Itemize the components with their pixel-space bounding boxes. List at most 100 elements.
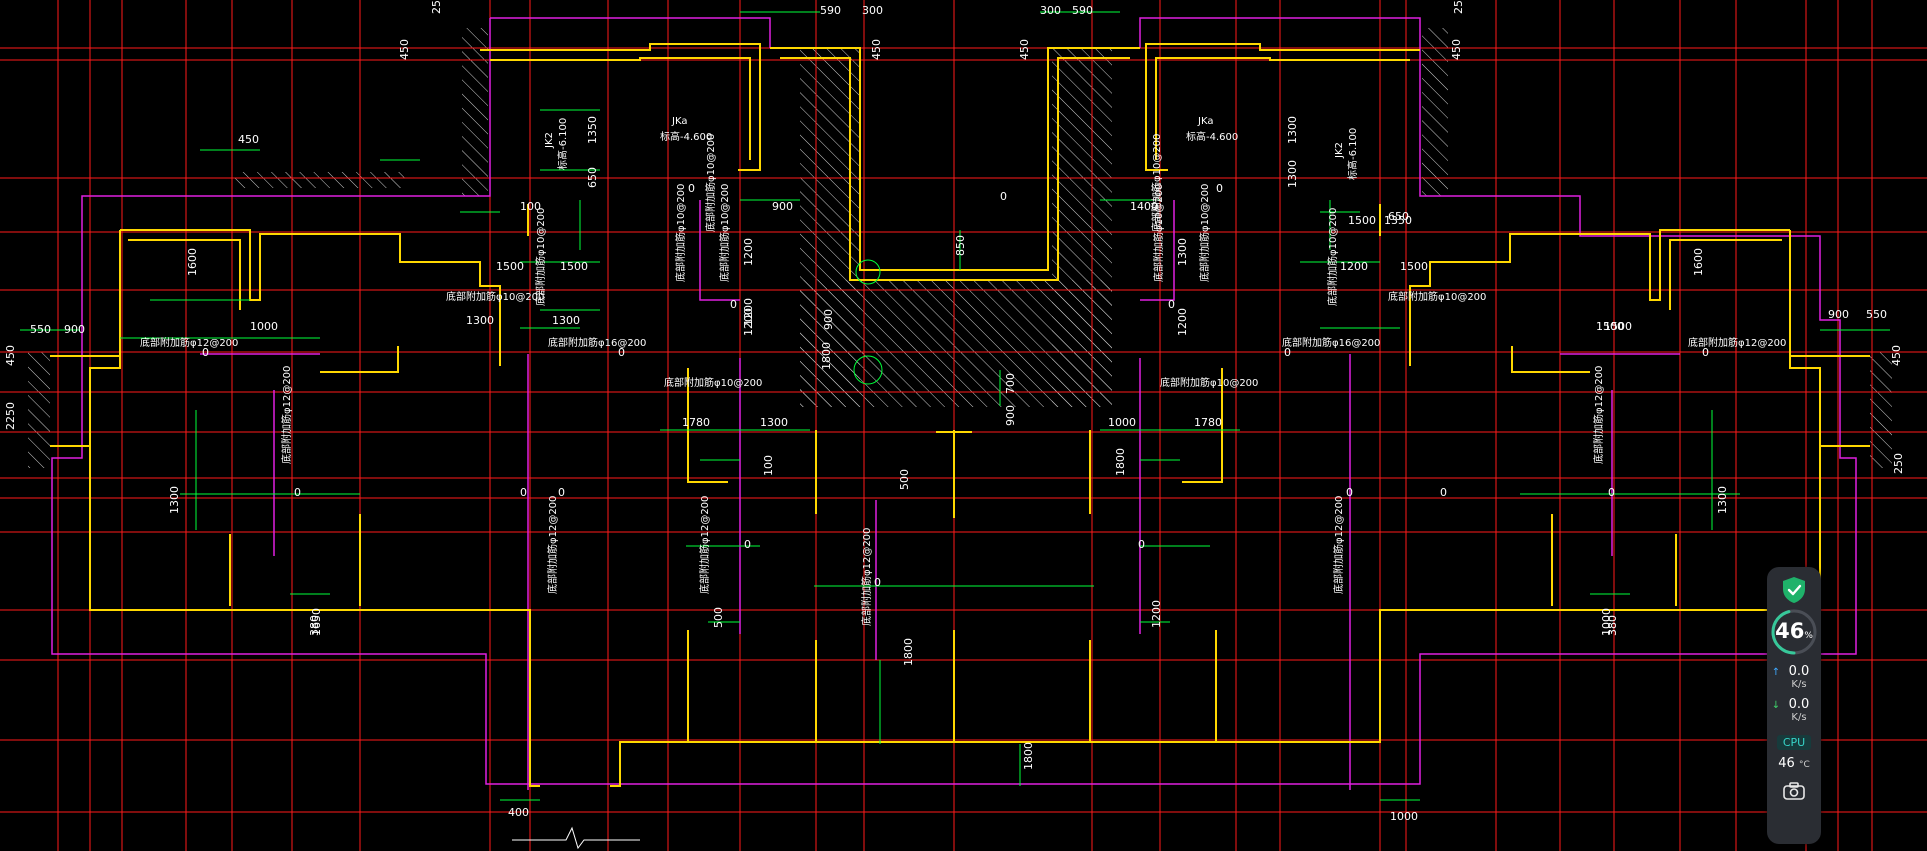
dimension-value: 550 (1866, 308, 1887, 321)
dimension-value: 1200 (742, 298, 755, 326)
dimension-value: 450 (1890, 345, 1903, 366)
dimension-value: 1600 (186, 248, 199, 276)
dimension-value: 1300 (1286, 116, 1299, 144)
dimension-value: 1200 (1340, 260, 1368, 273)
dimension-value: 900 (1004, 405, 1017, 426)
dimension-value: 2250 (4, 402, 17, 430)
slab-outline-path (699, 200, 740, 301)
dimension-value: 1500 (1604, 320, 1632, 333)
dimension-value: 700 (1004, 373, 1017, 394)
rebar-label: 底部附加筋φ10@200 (1326, 208, 1339, 306)
dimension-value: 450 (870, 39, 883, 60)
zero-mark: 0 (1440, 486, 1447, 499)
elevation-label: 标高-6.100 (1346, 128, 1359, 180)
shield-check-icon[interactable] (1781, 576, 1807, 604)
dimension-value: 850 (954, 235, 967, 256)
dimension-value: 1300 (1286, 160, 1299, 188)
upload-value: 0.0 (1788, 664, 1810, 679)
dimension-value: 650 (1388, 210, 1409, 223)
wall-line (490, 57, 751, 160)
dimension-value: 1000 (1390, 810, 1418, 823)
wall-line (1182, 368, 1223, 483)
zero-mark: 0 (1284, 346, 1291, 359)
break-line (512, 826, 640, 850)
dimension-value: 1200 (742, 308, 755, 336)
elevation-label: 标高-4.600 (660, 130, 712, 143)
dimension-value: 1800 (820, 342, 833, 370)
zero-mark: 0 (744, 538, 751, 551)
zero-mark: 0 (202, 346, 209, 359)
dimension-value: 900 (772, 200, 793, 213)
zero-mark: 0 (874, 576, 881, 589)
cpu-temperature: 46 °C (1778, 756, 1809, 771)
zero-mark: 0 (618, 346, 625, 359)
dimension-value: 100 (520, 200, 541, 213)
axis-marker (853, 355, 883, 385)
dimension-value: 1800 (1022, 742, 1035, 770)
dimension-value: 1200 (1150, 600, 1163, 628)
dimension-value: 1000 (250, 320, 278, 333)
temp-value: 46 (1778, 756, 1795, 771)
rebar-label: 底部附加筋φ12@200 (860, 528, 873, 626)
upload-speed: ↑ 0.0 K/s (1771, 664, 1817, 691)
rebar-label: 底部附加筋φ12@200 (698, 496, 711, 594)
download-speed: ↓ 0.0 K/s (1771, 698, 1817, 724)
dimension-value: 1400 (1130, 200, 1158, 213)
zero-mark: 0 (730, 298, 737, 311)
slab-outline-path (250, 18, 491, 197)
zero-mark: 0 (1168, 298, 1175, 311)
zero-mark: 0 (1346, 486, 1353, 499)
upload-unit: K/s (1791, 679, 1807, 690)
camera-icon[interactable] (1782, 781, 1806, 801)
slab-tag: JKa (671, 116, 687, 127)
elevation-label: 标高-6.100 (556, 118, 569, 170)
rebar-label: 底部附加筋φ10@200 (674, 184, 687, 282)
dimension-value: 1800 (902, 638, 915, 666)
rebar-label: 底部附加筋φ10@200 (718, 184, 731, 282)
dimension-value: 1500 (1400, 260, 1428, 273)
slab-outline (51, 17, 1857, 790)
dimension-value: 1350 (1384, 214, 1412, 227)
wall-line (1511, 346, 1590, 373)
dimension-value: 1650 (310, 608, 323, 636)
wall-line (770, 47, 1140, 271)
cpu-usage-gauge: 46% (1769, 607, 1819, 657)
wall-line (780, 57, 1130, 281)
rebar-label: 底部附加筋φ10@200 (1152, 184, 1165, 282)
wall-line (89, 230, 121, 460)
rebar-labels: 底部附加筋φ10@200 底部附加筋φ10@200 底部附加筋φ16@200 底… (140, 134, 1786, 389)
zero-mark: 0 (1138, 538, 1145, 551)
dimension-value: 380 (308, 615, 321, 636)
dimension-value: 1000 (1600, 608, 1613, 636)
dimension-value: 1000 (1108, 416, 1136, 429)
wall-line (480, 43, 761, 171)
dimension-value: 1300 (1716, 486, 1729, 514)
rebar-label: 底部附加筋φ12@200 (1332, 496, 1345, 594)
rebar-label: 底部附加筋φ12@200 (546, 496, 559, 594)
system-monitor-widget[interactable]: 46% ↑ 0.0 K/s ↓ 0.0 K/s CPU 46 °C (1767, 567, 1821, 844)
elevation-label: 标高-4.600 (1186, 130, 1238, 143)
rebar-label: 底部附加筋φ10@200 (1388, 290, 1486, 303)
slab-outline-path (490, 17, 771, 48)
rebar-label: 底部附加筋φ12@200 (140, 336, 238, 349)
zero-mark: 0 (1216, 182, 1223, 195)
dimension-value: 1200 (742, 238, 755, 266)
dimension-lines (20, 11, 1890, 801)
rebar-label: 底部附加筋φ16@200 (548, 336, 646, 349)
dimension-value: 590 (1072, 4, 1093, 17)
wall-line (120, 229, 501, 366)
rebar-label: 底部附加筋φ10@200 (704, 134, 717, 232)
zero-mark: 0 (558, 486, 565, 499)
wall-line (1789, 230, 1821, 460)
temp-unit: °C (1798, 760, 1810, 770)
zero-mark: 0 (1000, 190, 1007, 203)
dimension-value: 1780 (682, 416, 710, 429)
rebar-label: 底部附加筋φ12@200 (1688, 336, 1786, 349)
dimension-value: 1500 (496, 260, 524, 273)
rebar-label: 底部附加筋φ12@200 (1592, 366, 1605, 464)
arrow-down-icon: ↓ (1771, 700, 1781, 711)
wall-line (50, 445, 540, 787)
dimension-value: 300 (1040, 4, 1061, 17)
